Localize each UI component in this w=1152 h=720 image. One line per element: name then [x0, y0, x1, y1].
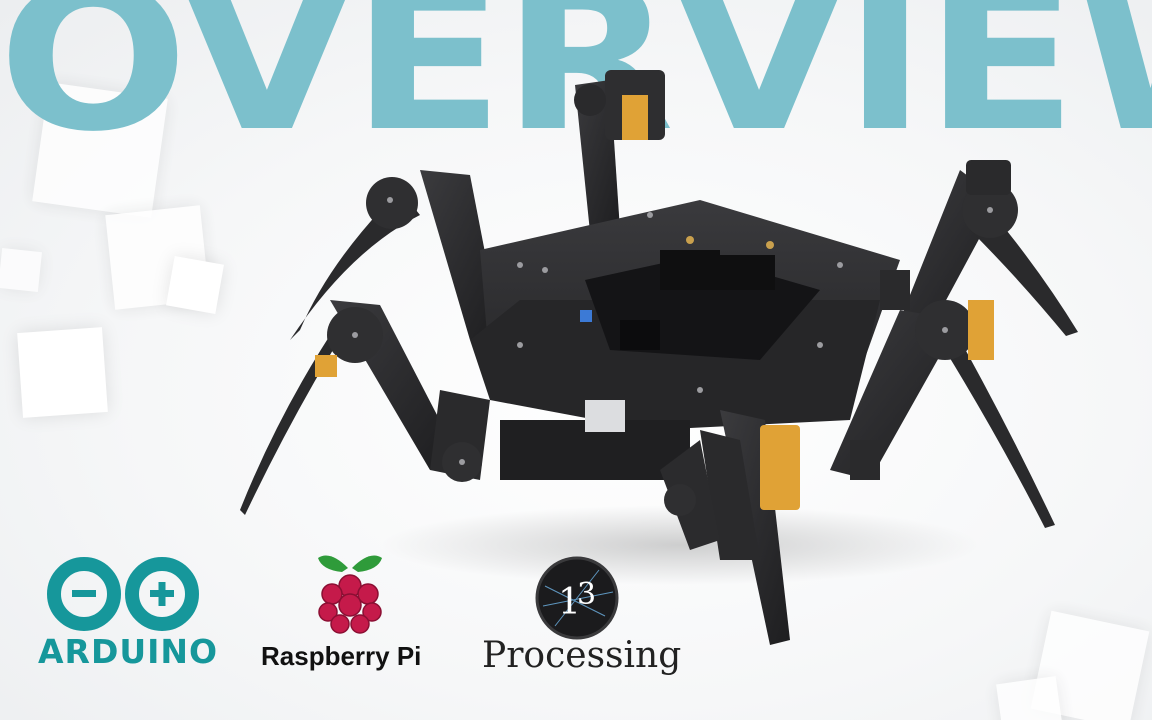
processing-logo-icon: 1 3	[535, 556, 619, 640]
raspberry-pi-label: Raspberry Pi	[261, 641, 422, 671]
headline-overview: OVERVIEW	[0, 0, 1152, 176]
svg-text:3: 3	[577, 577, 596, 612]
decor-tile	[166, 256, 224, 314]
hexapod-robot-image	[240, 70, 1078, 645]
arduino-label: ARDUINO	[38, 632, 219, 671]
svg-text:1: 1	[558, 582, 581, 623]
processing-label: Processing	[482, 635, 682, 676]
raspberry-pi-logo-icon	[318, 555, 382, 634]
decor-tile	[996, 676, 1064, 720]
decor-tile	[17, 327, 108, 418]
decor-tile	[0, 248, 42, 292]
arduino-logo-icon	[47, 557, 199, 631]
